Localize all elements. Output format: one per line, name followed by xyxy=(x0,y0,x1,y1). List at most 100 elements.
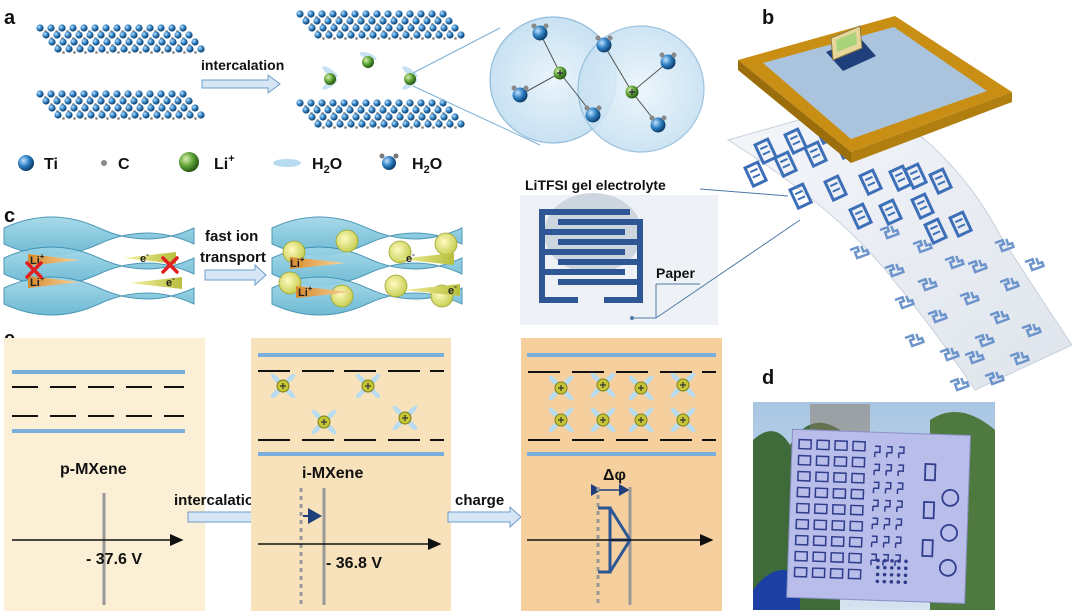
ti-atom xyxy=(135,24,143,32)
ti-legend-label: Ti xyxy=(44,156,58,173)
ti-atom xyxy=(108,97,116,105)
ti-atom xyxy=(119,31,127,39)
printed-interdigital-device xyxy=(803,140,829,169)
ti-atom xyxy=(97,97,105,105)
ti-atom xyxy=(59,38,67,46)
ti-atom xyxy=(65,45,73,53)
c-atom xyxy=(183,117,186,120)
li-ion xyxy=(362,56,374,68)
ti-atom xyxy=(120,111,128,119)
ti-atom xyxy=(362,10,370,18)
printed-symbol-device xyxy=(884,263,906,278)
mxene-sheet xyxy=(271,276,463,316)
c-atom xyxy=(95,51,98,54)
ti-atom xyxy=(330,113,338,121)
printed-interdigital-device xyxy=(903,162,929,191)
printed-cell xyxy=(814,487,829,499)
ti-atom xyxy=(395,99,403,107)
zoom-lines xyxy=(412,27,541,146)
ti-atom xyxy=(179,90,187,98)
ti-atom xyxy=(402,120,410,128)
c-atom xyxy=(322,37,325,40)
ti-atom xyxy=(307,99,315,107)
c-atom xyxy=(84,117,87,120)
c-legend-label: C xyxy=(118,156,130,173)
ti-atom xyxy=(75,97,83,105)
printed-cell xyxy=(850,488,865,500)
ti-atom xyxy=(163,97,171,105)
ti-atom xyxy=(36,90,44,98)
c-atom xyxy=(388,126,391,129)
printed-cell xyxy=(849,520,864,532)
c-atom xyxy=(421,126,424,129)
c-atom xyxy=(410,126,413,129)
ti-atom xyxy=(379,17,387,25)
device-closeup xyxy=(520,193,801,325)
c-atom xyxy=(432,126,435,129)
printed-cell xyxy=(848,536,863,548)
solvated-ion xyxy=(278,271,302,295)
intercalated-ions xyxy=(322,51,418,90)
transport-cone xyxy=(130,277,182,289)
printed-cell xyxy=(884,499,891,512)
i-mxene-panel: i-MXene - 36.8 V xyxy=(251,338,451,611)
c-atom xyxy=(355,37,358,40)
ti-atom xyxy=(119,97,127,105)
ti-atom xyxy=(87,111,95,119)
solvated-ion xyxy=(330,284,354,308)
ti-atom xyxy=(346,106,354,114)
ti-atom xyxy=(75,31,83,39)
ti-atom xyxy=(428,99,436,107)
ti-atom xyxy=(81,104,89,112)
c-atom xyxy=(355,126,358,129)
printed-symbol-device xyxy=(904,333,926,348)
printed-symbol-device xyxy=(999,277,1021,292)
ti-atom xyxy=(92,38,100,46)
c-atom xyxy=(139,51,142,54)
c-atom xyxy=(95,117,98,120)
transport-cone xyxy=(290,257,346,269)
ti-atom xyxy=(407,113,415,121)
blocked-cross-icon xyxy=(25,261,43,279)
ti-atom xyxy=(401,106,409,114)
ti-atom xyxy=(330,24,338,32)
printed-cell xyxy=(895,518,903,531)
carrier-label: Li+ xyxy=(30,252,45,267)
ti-atom xyxy=(336,31,344,39)
ti-atom xyxy=(87,45,95,53)
printed-symbol-device xyxy=(1024,257,1046,272)
ti-atom xyxy=(307,10,315,18)
c-atom xyxy=(84,51,87,54)
ti-atom xyxy=(91,90,99,98)
h-atom xyxy=(543,23,549,29)
ti-atom xyxy=(109,45,117,53)
ti-atom xyxy=(417,10,425,18)
ti-atom xyxy=(153,45,161,53)
transport-cone xyxy=(28,276,80,288)
i-mxene-potential: - 36.8 V xyxy=(326,555,382,572)
ti-atom xyxy=(435,120,443,128)
printed-symbol-device xyxy=(849,245,871,260)
ti-atom xyxy=(47,24,55,32)
ti-atom xyxy=(91,24,99,32)
ti-atom xyxy=(357,106,365,114)
printed-cell xyxy=(831,504,846,515)
printed-interdigital-device xyxy=(783,127,809,156)
c-atom xyxy=(183,51,186,54)
printed-symbol-device xyxy=(894,295,916,310)
printed-dot xyxy=(896,573,901,577)
printed-cell xyxy=(870,553,878,566)
printed-interdigital-device xyxy=(848,202,874,231)
printed-dot xyxy=(875,572,880,577)
ti-atom xyxy=(191,38,199,46)
ti-atom xyxy=(418,24,426,32)
ti-atom xyxy=(136,38,144,46)
solvation-bubbles xyxy=(489,16,705,153)
ti-atom xyxy=(135,90,143,98)
c-atom xyxy=(62,51,65,54)
ti-atom xyxy=(318,99,326,107)
plus-sign xyxy=(402,415,408,421)
printed-cell xyxy=(851,472,865,484)
ti-atom xyxy=(64,97,72,105)
ti-atom xyxy=(81,38,89,46)
